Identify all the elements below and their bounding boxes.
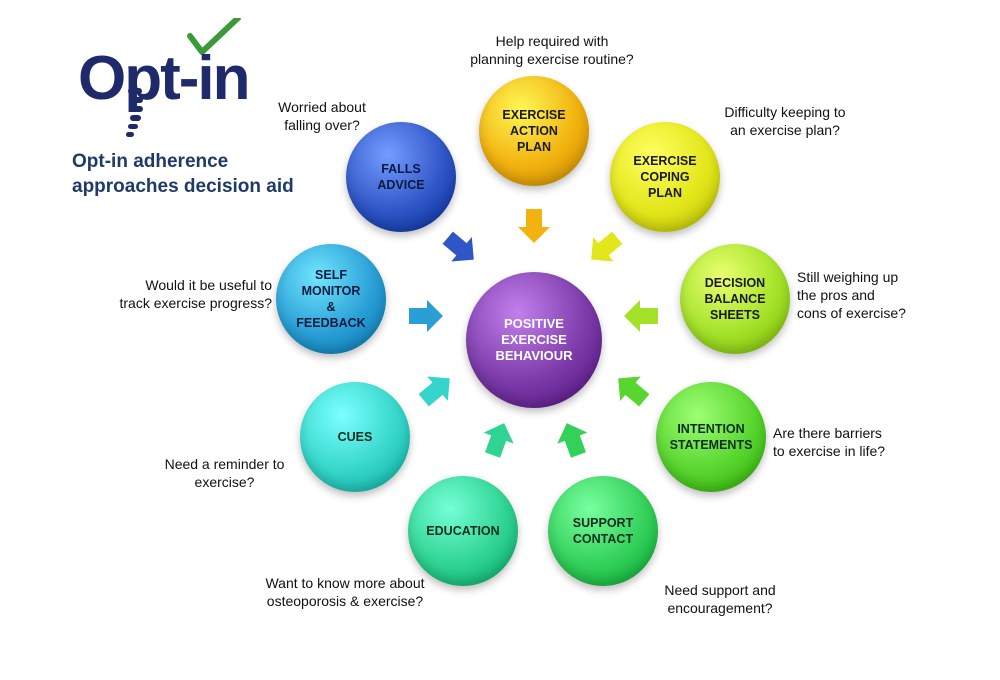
arrow-up-icon xyxy=(557,423,588,458)
question-exercise-action-plan: Help required with planning exercise rou… xyxy=(470,33,634,67)
node-support-contact[interactable]: SUPPORT CONTACT xyxy=(548,476,658,586)
node-label: EXERCISE COPING PLAN xyxy=(633,154,697,200)
node-label: CUES xyxy=(337,430,373,444)
question-exercise-coping-plan: Difficulty keeping to an exercise plan? xyxy=(724,104,846,138)
arrow-up-icon xyxy=(483,423,514,458)
node-decision-balance-sheets[interactable]: DECISION BALANCE SHEETS xyxy=(680,244,790,354)
node-intention-statements[interactable]: INTENTION STATEMENTS xyxy=(656,382,766,492)
center-node: POSITIVE EXERCISE BEHAVIOUR xyxy=(466,272,602,408)
node-label: INTENTION STATEMENTS xyxy=(669,422,753,452)
node-exercise-coping-plan[interactable]: EXERCISE COPING PLAN xyxy=(610,122,720,232)
question-self-monitor-feedback: Would it be useful to track exercise pro… xyxy=(119,277,272,311)
opt-in-logo: Opt-in xyxy=(70,18,300,148)
arrow-down-icon xyxy=(518,209,550,243)
node-exercise-action-plan[interactable]: EXERCISE ACTION PLAN xyxy=(479,76,589,186)
arrow-left-icon xyxy=(624,300,658,332)
node-label: DECISION BALANCE SHEETS xyxy=(704,276,766,322)
arrow-up-left-icon xyxy=(618,376,650,407)
node-cues[interactable]: CUES xyxy=(300,382,410,492)
node-self-monitor-feedback[interactable]: SELF MONITOR & FEEDBACK xyxy=(276,244,386,354)
arrow-right-icon xyxy=(409,300,443,332)
arrow-down-left-icon xyxy=(591,231,623,262)
question-cues: Need a reminder to exercise? xyxy=(164,456,285,490)
node-label: EDUCATION xyxy=(426,524,500,538)
question-falls-advice: Worried about falling over? xyxy=(278,99,366,133)
arrow-down-right-icon xyxy=(442,231,474,262)
center-node-label: POSITIVE EXERCISE BEHAVIOUR xyxy=(495,316,573,363)
node-label: SUPPORT CONTACT xyxy=(572,516,634,546)
node-education[interactable]: EDUCATION xyxy=(408,476,518,586)
node-falls-advice[interactable]: FALLS ADVICE xyxy=(346,122,456,232)
page-subtitle: Opt-in adherence approaches decision aid xyxy=(72,151,294,197)
question-support-contact: Need support and encouragement? xyxy=(664,582,776,616)
node-label: EXERCISE ACTION PLAN xyxy=(502,108,566,154)
logo-wordmark: Opt-in xyxy=(78,44,250,113)
checkmark-spine-icon xyxy=(126,18,241,137)
question-decision-balance-sheets: Still weighing up the pros and cons of e… xyxy=(797,269,906,321)
node-label: SELF MONITOR & FEEDBACK xyxy=(296,268,366,330)
node-label: FALLS ADVICE xyxy=(377,162,425,192)
question-education: Want to know more about osteoporosis & e… xyxy=(265,575,425,609)
arrow-up-right-icon xyxy=(418,376,450,407)
question-intention-statements: Are there barriers to exercise in life? xyxy=(773,425,886,459)
